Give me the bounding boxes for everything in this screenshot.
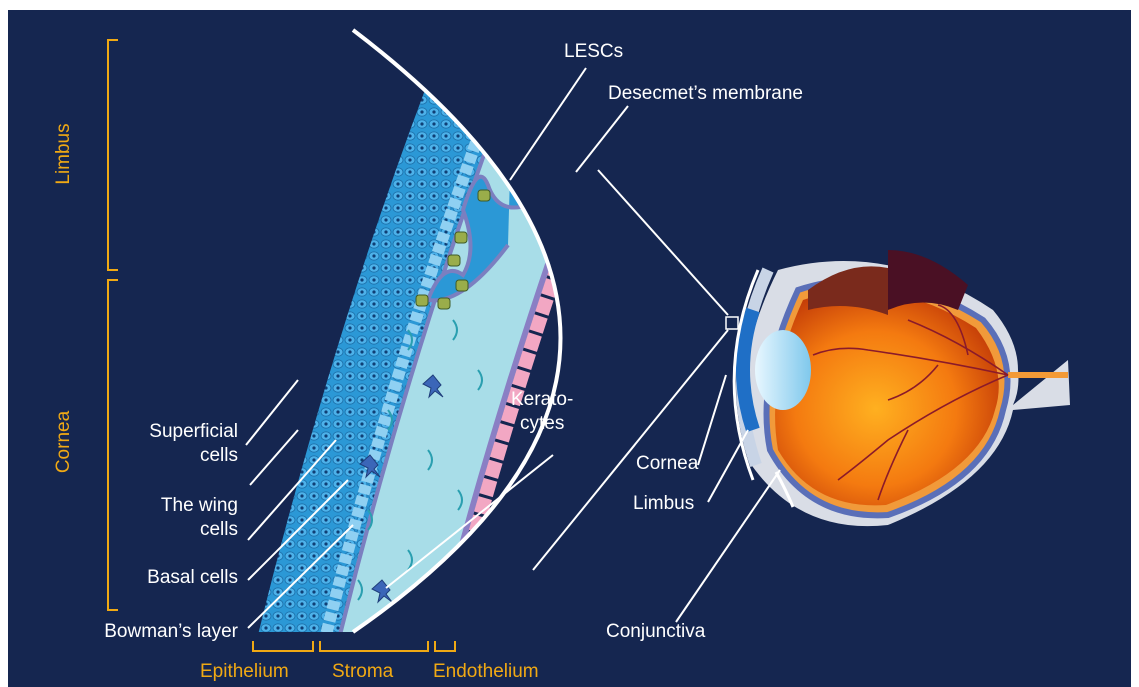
epithelium-label: Epithelium <box>200 660 289 684</box>
lescs-label: LESCs <box>564 40 623 64</box>
keratocytes-label: Kerato- cytes <box>511 388 573 436</box>
diagram-canvas: Limbus Cornea LESCs Desecmet’s membrane … <box>8 10 1131 687</box>
endothelium-label: Endothelium <box>433 660 539 684</box>
wing-cells-label: The wing cells <box>108 494 238 542</box>
limbus-eye-label: Limbus <box>633 492 694 516</box>
cornea-eye-label: Cornea <box>636 452 698 476</box>
basal-cells-label: Basal cells <box>108 566 238 590</box>
cornea-region-label: Cornea <box>53 407 77 477</box>
superficial-cells-label: Superficial cells <box>108 420 238 468</box>
stroma-label: Stroma <box>332 660 393 684</box>
magnified-cross-section <box>258 30 643 635</box>
bowman-layer-label: Bowman’s layer <box>28 620 238 644</box>
conjunctiva-label: Conjunctiva <box>606 620 705 644</box>
eye-globe <box>734 250 1070 526</box>
descemet-membrane-label: Desecmet’s membrane <box>608 82 803 106</box>
limbus-region-label: Limbus <box>53 119 77 189</box>
